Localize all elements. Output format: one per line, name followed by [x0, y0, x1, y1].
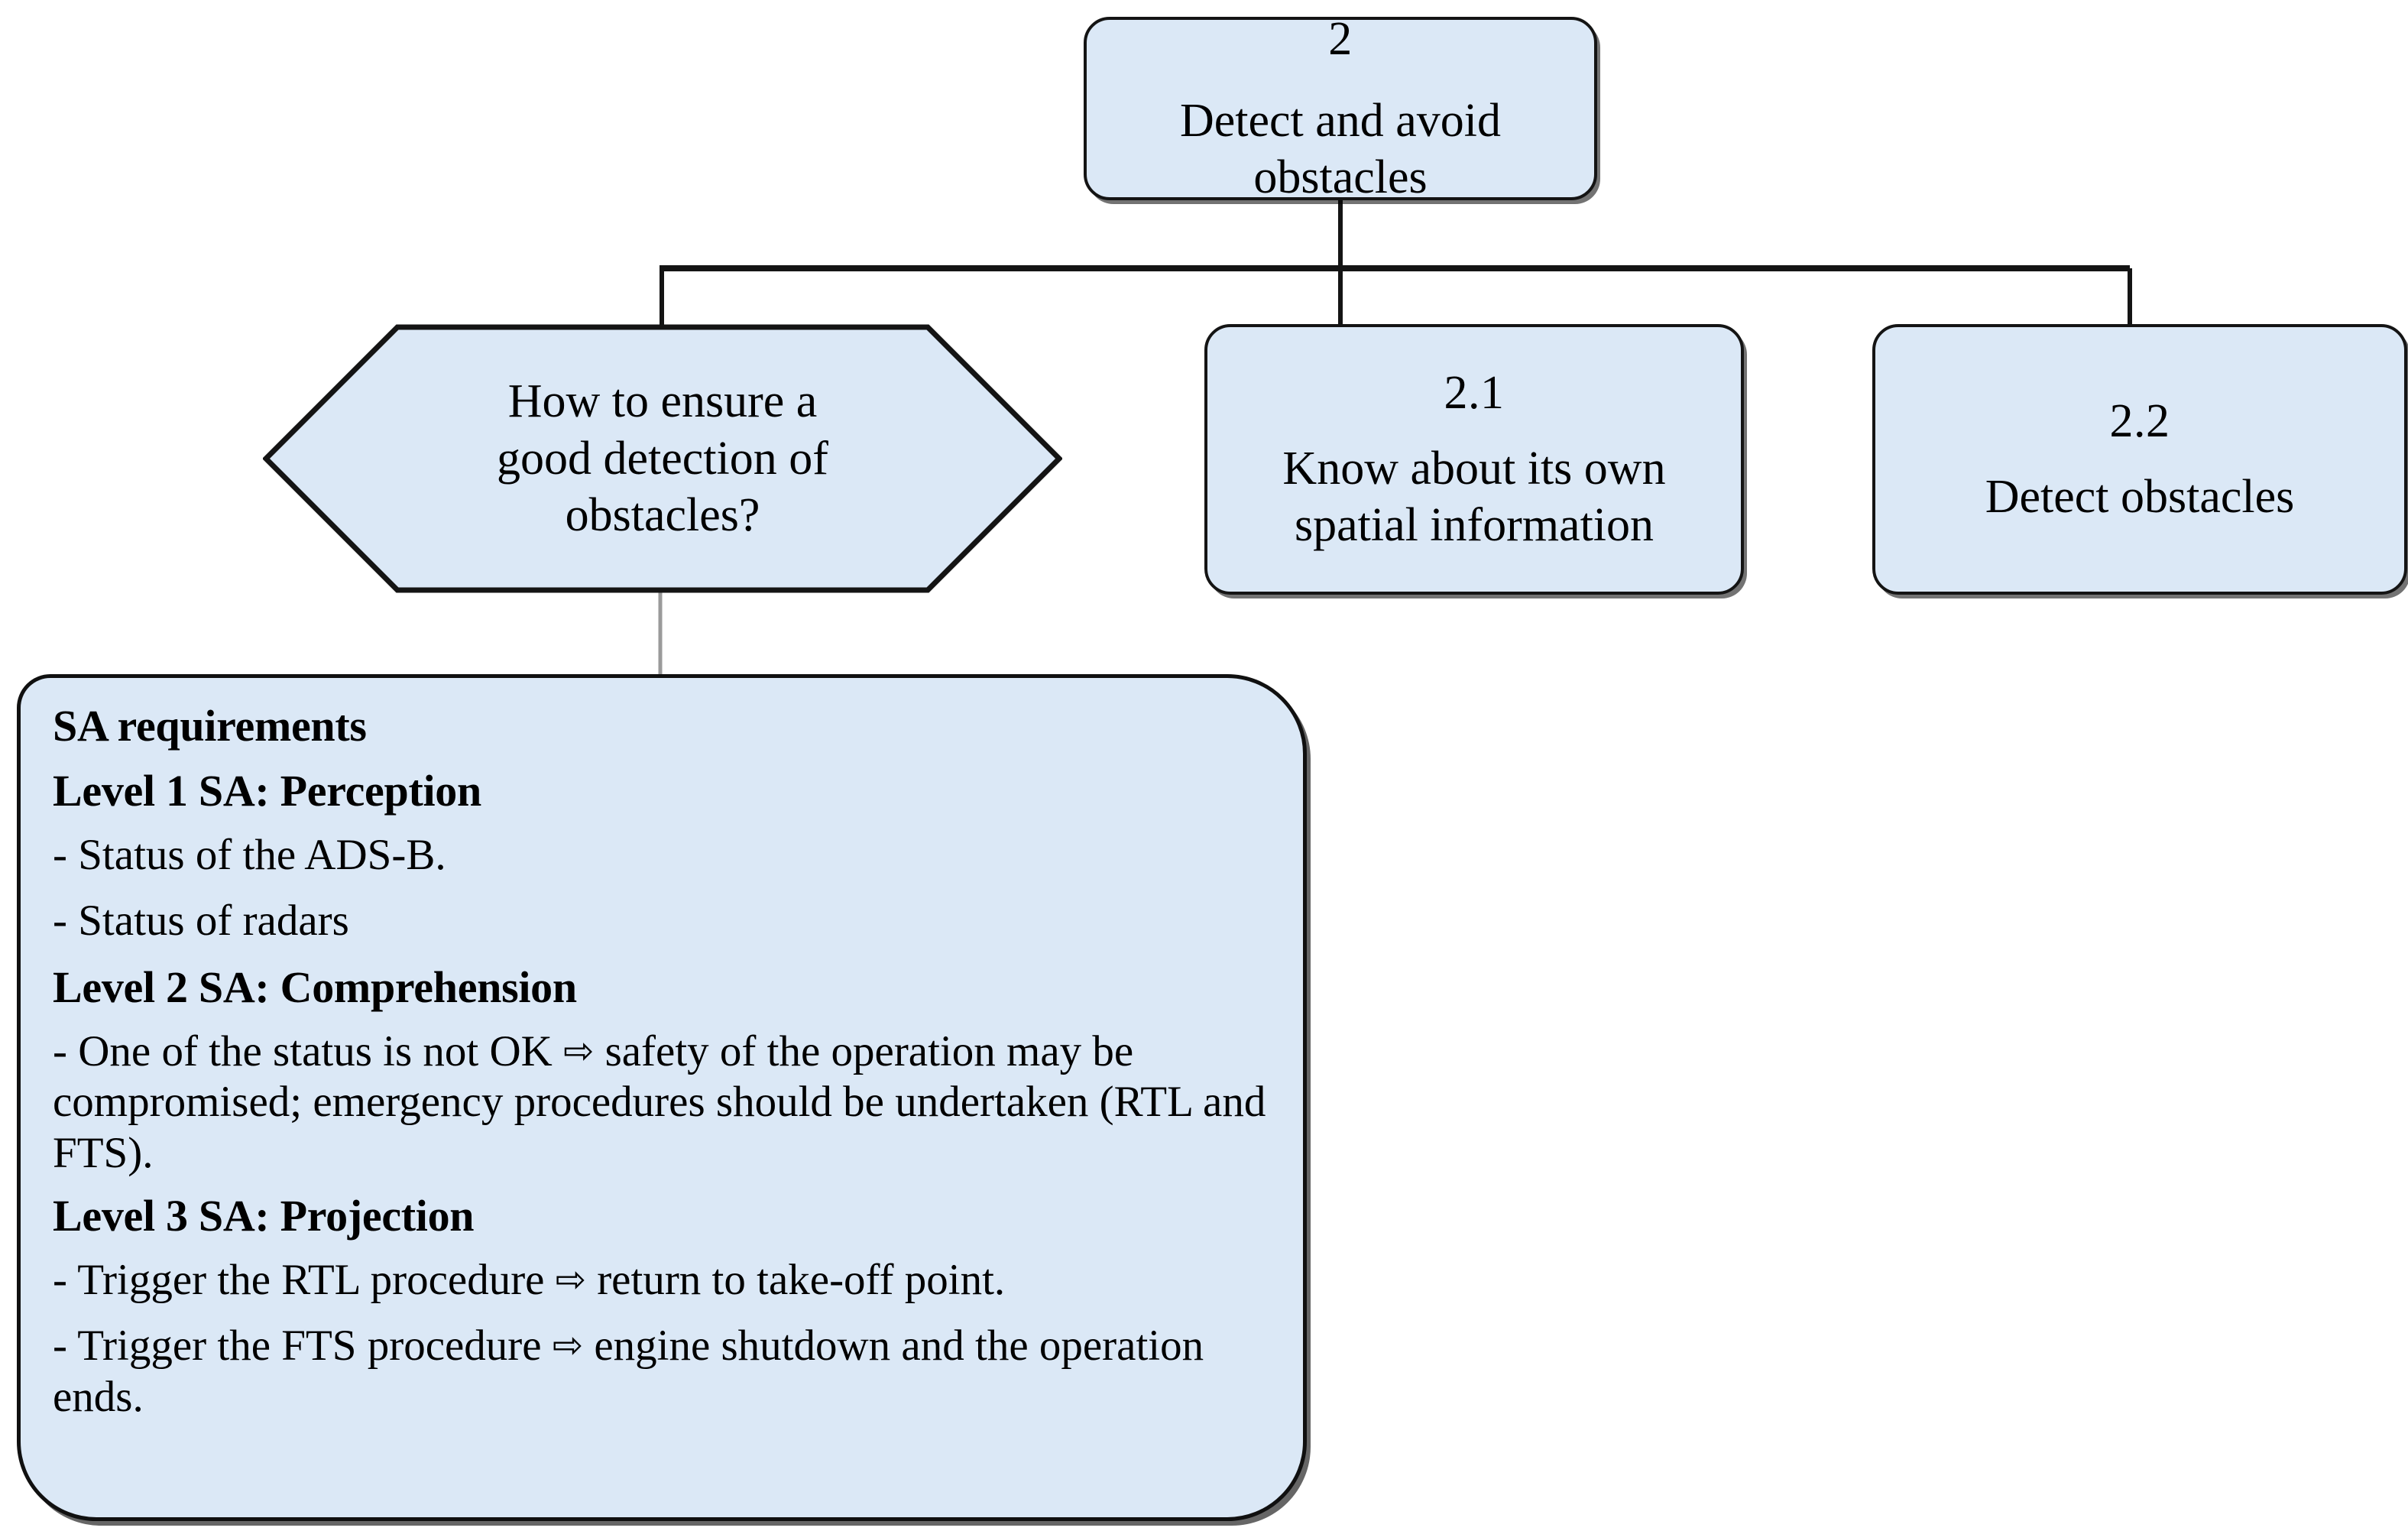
- rightwards-arrow-icon: ⇨: [552, 1324, 584, 1367]
- sa-level-2-item-1: - One of the status is not OK ⇨ safety o…: [53, 1027, 1271, 1178]
- node-root-label: Detect and avoid obstacles: [1179, 95, 1502, 203]
- sa-level-3-item-1-after: return to take-off point.: [585, 1256, 1006, 1305]
- node-child-2-2-id: 2.2: [2109, 394, 2170, 447]
- sa-level-1-heading: Level 1 SA: Perception: [53, 765, 481, 816]
- sa-panel-title: SA requirements: [53, 701, 367, 751]
- sa-level-3-item-2: - Trigger the FTS procedure ⇨ engine shu…: [53, 1321, 1271, 1422]
- sa-requirements-panel[interactable]: SA requirements Level 1 SA: Perception -…: [17, 674, 1307, 1521]
- node-child-2-2-detect-obstacles[interactable]: 2.2 Detect obstacles: [1872, 324, 2407, 595]
- sa-level-3-item-1-before: - Trigger the RTL procedure: [53, 1256, 556, 1305]
- sa-level-2-item-1-before: - One of the status is not OK: [53, 1027, 564, 1076]
- sa-level-3-item-2-after: engine shutdown and the operation ends.: [53, 1322, 1204, 1421]
- sa-level-3-item-1: - Trigger the RTL procedure ⇨ return to …: [53, 1255, 1271, 1306]
- sa-level-2-item-1-after: safety of the operation may be compromis…: [53, 1027, 1266, 1177]
- sa-level-3-item-2-before: - Trigger the FTS procedure: [53, 1322, 553, 1370]
- node-question-label: How to ensure a good detection of obstac…: [497, 375, 828, 542]
- sa-level-1-item-1: - Status of the ADS-B.: [53, 831, 446, 880]
- node-child-2-1-label: Know about its own spatial information: [1282, 443, 1666, 551]
- sa-level-2-heading: Level 2 SA: Comprehension: [53, 962, 577, 1012]
- hexagon-shape: [263, 324, 1062, 593]
- rightwards-arrow-icon: ⇨: [555, 1258, 586, 1302]
- node-question-how-to-ensure-detection[interactable]: How to ensure a good detection of obstac…: [263, 324, 1062, 593]
- rightwards-arrow-icon: ⇨: [563, 1030, 595, 1073]
- node-child-2-1-id: 2.1: [1444, 367, 1505, 420]
- node-child-2-1-spatial-information[interactable]: 2.1 Know about its own spatial informati…: [1204, 324, 1744, 595]
- node-child-2-2-label: Detect obstacles: [1985, 471, 2295, 523]
- node-root-id: 2: [1328, 13, 1353, 66]
- sa-level-3-heading: Level 3 SA: Projection: [53, 1190, 475, 1241]
- node-root-detect-and-avoid-obstacles[interactable]: 2 Detect and avoid obstacles: [1084, 13, 1597, 203]
- sa-level-1-item-2: - Status of radars: [53, 897, 349, 946]
